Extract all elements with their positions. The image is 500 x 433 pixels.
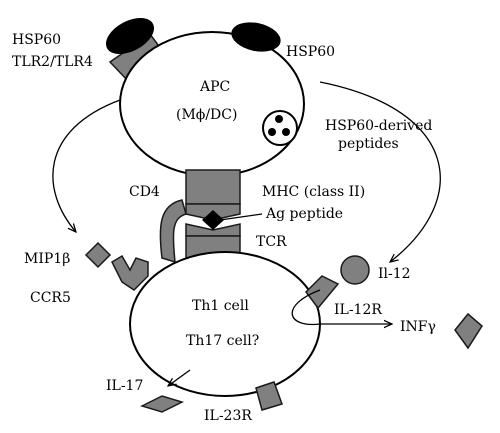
ag-peptide-icon — [202, 210, 224, 230]
th17-label: Th17 cell? — [186, 333, 259, 349]
apc-label: APC — [199, 79, 230, 95]
peptide-dot — [275, 115, 283, 123]
mip1b-label: MIP1β — [24, 251, 70, 267]
il12r-label: IL-12R — [334, 302, 382, 318]
peptide-vesicle — [262, 110, 298, 146]
peptide-dot — [268, 128, 276, 136]
ccr5-receptor — [111, 254, 149, 291]
peptide-dot — [282, 128, 290, 136]
il12-label: Il-12 — [378, 266, 411, 282]
mhc-stalk — [185, 169, 241, 205]
mip1b-ligand-icon — [84, 241, 112, 269]
th1-label: Th1 cell — [192, 298, 249, 314]
tlr-label: TLR2/TLR4 — [12, 54, 93, 70]
ccr5-label: CCR5 — [30, 290, 71, 306]
il12r-receptor — [305, 275, 340, 310]
hsp-peptides-label-2: peptides — [338, 136, 399, 152]
il17-label: IL-17 — [106, 378, 143, 394]
cd4-label: CD4 — [129, 184, 160, 200]
il17-cytokine-icon — [139, 395, 185, 413]
th-cell — [129, 251, 321, 397]
tlr-to-mip-arrow — [52, 99, 121, 232]
hsp60-ligand-tlr — [105, 17, 155, 55]
il23r-label: IL-23R — [204, 408, 252, 424]
il12r-to-infy-arrow — [291, 289, 392, 324]
hsp-peptides-label-1: HSP60-derived — [325, 118, 432, 134]
hsp60-label-right: HSP60 — [286, 44, 335, 60]
mhc-label: MHC (class II) — [262, 184, 365, 200]
infy-label: INFγ — [400, 319, 436, 335]
ag-peptide-pointer — [219, 213, 263, 221]
apc-cell — [119, 31, 305, 177]
hsp60-label-top: HSP60 — [12, 32, 61, 48]
il23r-receptor — [255, 381, 283, 411]
infy-cytokine-icon — [454, 312, 483, 350]
peptide-to-il12-arrow — [319, 81, 441, 262]
hsp60-surface-apc — [231, 22, 281, 52]
il12-ligand-icon — [340, 255, 370, 285]
cd4-coreceptor — [159, 199, 187, 264]
th-to-il17-arrow — [168, 369, 191, 386]
ag-peptide-label: Ag peptide — [265, 206, 343, 222]
apc-subtype-label: (Mϕ/DC) — [176, 107, 237, 123]
tcr-label: TCR — [256, 234, 287, 250]
